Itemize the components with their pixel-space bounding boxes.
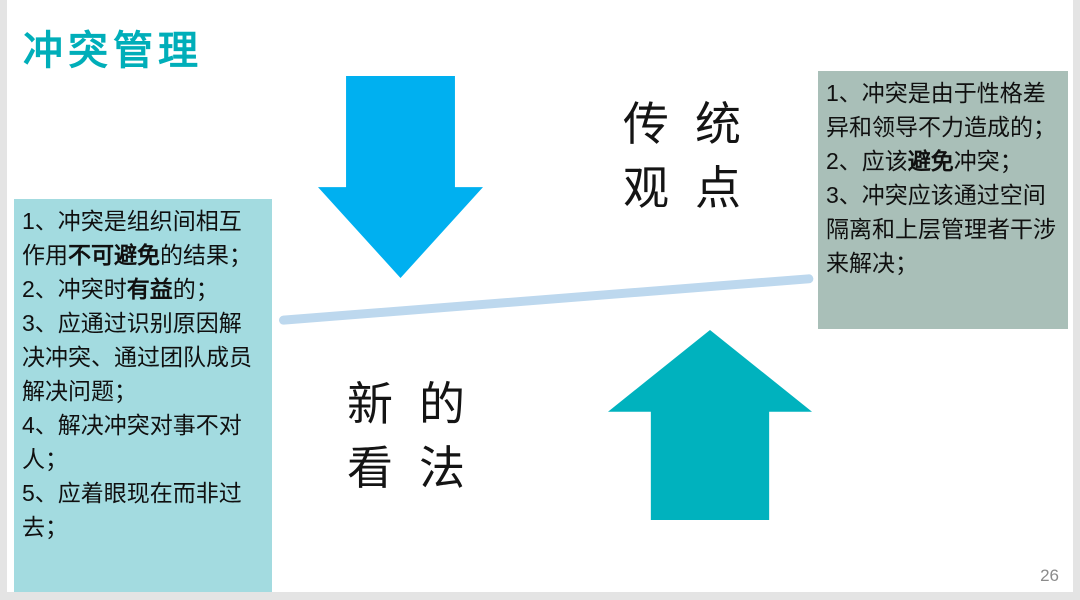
emphasized-text: 避免: [907, 148, 954, 174]
slide-title: 冲突管理: [23, 29, 203, 73]
new-view-box: 1、冲突是组织间相互作用不可避免的结果； 2、冲突时有益的； 3、应通过识别原因解决…: [14, 199, 272, 592]
traditional-view-label: 传统 观点: [623, 92, 767, 220]
new-view-label-line1: 新的: [347, 377, 491, 431]
box-item: 4、解决冲突对事不对人；: [22, 412, 242, 472]
box-item: 1、冲突是由于性格差异和领导不力造成的；: [826, 80, 1056, 140]
emphasized-text: 不可避免: [68, 242, 160, 268]
down-arrow-icon: [318, 76, 483, 278]
presentation-slide: 冲突管理 传统 观点 1、冲突是由于性格差异和领导不力造成的； 2、应该避免冲突；…: [7, 0, 1073, 592]
page-number: 26: [1040, 566, 1059, 585]
box-item: 5、应着眼现在而非过去；: [22, 480, 242, 540]
traditional-view-box: 1、冲突是由于性格差异和领导不力造成的； 2、应该避免冲突； 3、冲突应该通过空间隔…: [818, 71, 1068, 329]
traditional-view-label-line2: 观点: [623, 161, 767, 215]
box-item: 3、冲突应该通过空间隔离和上层管理者干涉来解决；: [826, 182, 1056, 276]
seesaw-bar: [278, 273, 814, 325]
box-item: 2、应该避免冲突；: [826, 148, 1023, 174]
up-arrow-icon: [608, 330, 812, 520]
new-view-label: 新的 看法: [347, 372, 491, 500]
traditional-view-label-line1: 传统: [623, 97, 767, 151]
new-view-label-line2: 看法: [347, 441, 491, 495]
box-item: 1、冲突是组织间相互作用不可避免的结果；: [22, 208, 252, 268]
box-item: 2、冲突时有益的；: [22, 276, 219, 302]
emphasized-text: 有益: [126, 276, 173, 302]
box-item: 3、应通过识别原因解决冲突、通过团队成员解决问题；: [22, 310, 252, 404]
